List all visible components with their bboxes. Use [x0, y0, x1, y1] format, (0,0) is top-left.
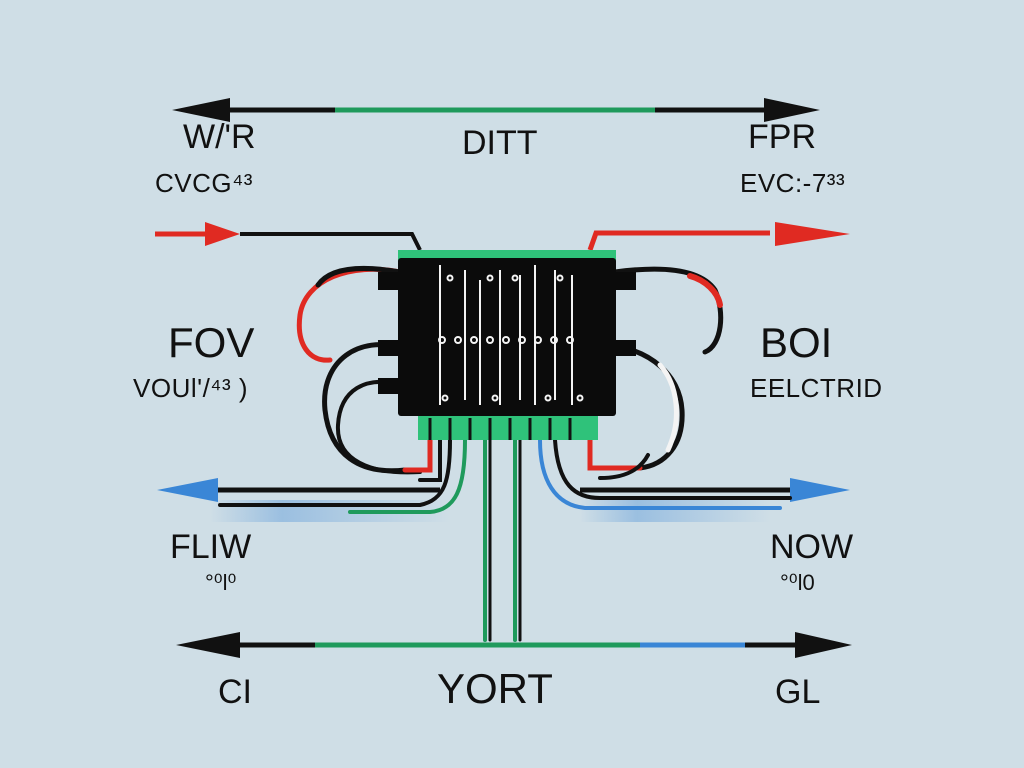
bottom-double-arrow	[176, 632, 852, 658]
blue-right-arrow	[580, 478, 850, 522]
right-loop-wires	[587, 266, 724, 480]
label-mid-right-sub: EELCTRID	[750, 373, 883, 403]
label-top-left: W/'R	[183, 118, 256, 156]
red-output-arrow	[587, 222, 850, 251]
label-low-right: NOW	[770, 528, 854, 566]
red-input-arrow	[155, 222, 422, 251]
label-mid-right: BOI	[760, 319, 833, 366]
label-bottom-left: CI	[218, 673, 252, 711]
label-mid-left-sub: VOUl'/⁴³ )	[133, 373, 249, 403]
top-double-arrow	[172, 98, 820, 122]
relay-module	[378, 250, 636, 440]
label-top-left-sub: CVCG⁴³	[155, 168, 253, 198]
label-low-right-sub: °⁰l0	[780, 570, 815, 595]
label-bottom-right: GL	[775, 673, 821, 711]
label-top-right-sub: EVC:-7³³	[740, 168, 846, 198]
label-top-center: DITT	[462, 124, 538, 162]
left-loop-wires	[296, 266, 442, 482]
label-low-left: FLIW	[170, 528, 252, 566]
blue-left-arrow	[157, 478, 450, 522]
label-low-left-sub: °⁰l⁰	[205, 570, 237, 595]
label-top-right: FPR	[748, 118, 816, 156]
center-down-wires	[218, 438, 792, 642]
label-bottom-center: YORT	[437, 665, 553, 712]
label-mid-left: FOV	[168, 319, 255, 366]
